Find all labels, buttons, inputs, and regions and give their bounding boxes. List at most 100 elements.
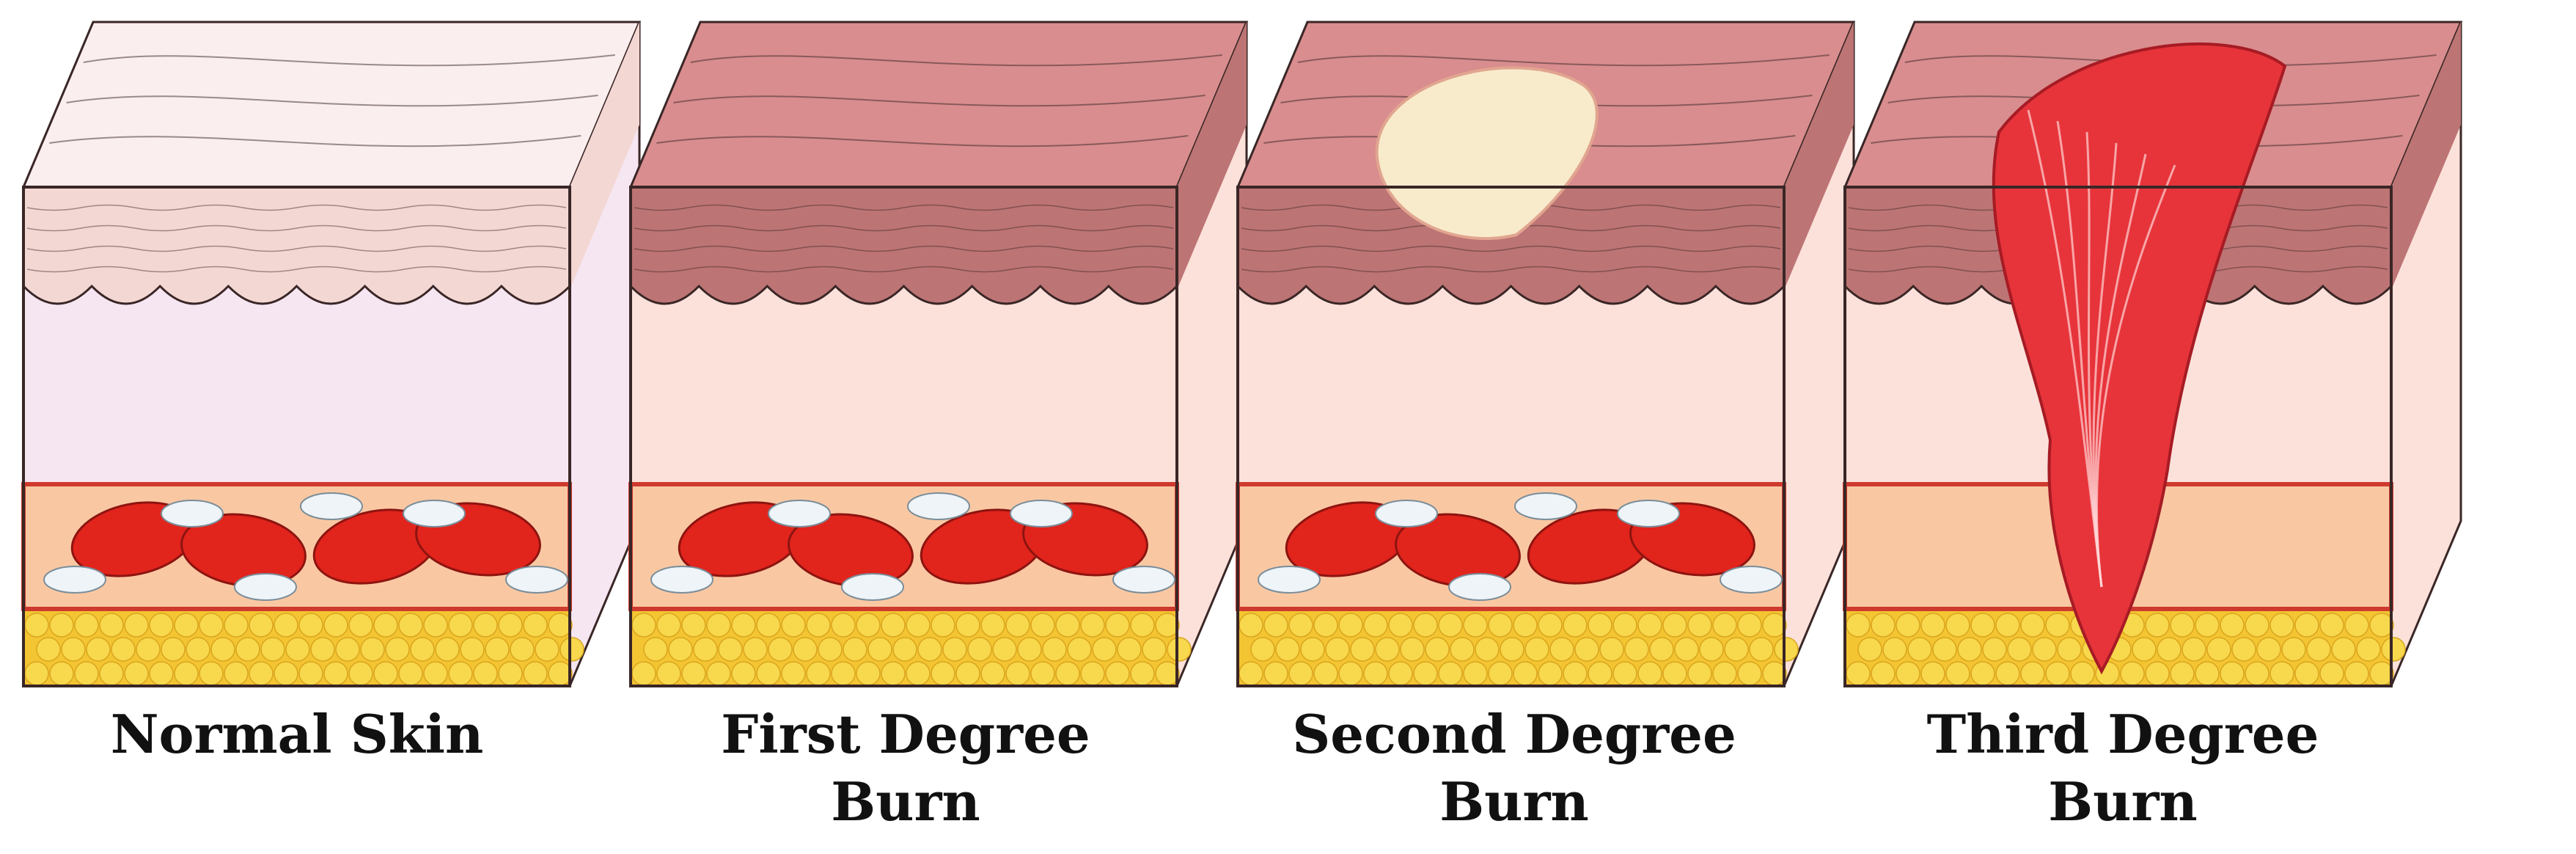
epidermis-line	[26, 245, 567, 252]
fat-cell	[1239, 613, 1263, 638]
skin-block-outline	[629, 186, 1178, 687]
fat-cell	[1500, 637, 1524, 662]
fat-cell	[1982, 637, 2007, 662]
fat-cell	[793, 637, 818, 662]
side-epidermis	[2391, 22, 2461, 290]
fat-cell	[643, 637, 668, 662]
fat-cell	[2195, 661, 2220, 686]
fat-cell	[2369, 613, 2394, 638]
panel-first	[628, 21, 1249, 687]
fat-cell	[1313, 661, 1338, 686]
fat-cell	[373, 661, 398, 686]
fat-cell	[373, 613, 398, 638]
fat-cell	[136, 637, 161, 662]
fat-cell	[1762, 613, 1787, 638]
fat-cell	[1907, 637, 1932, 662]
fat-cell	[1350, 637, 1375, 662]
fat-cell	[1637, 661, 1662, 686]
fat-cell	[1563, 661, 1588, 686]
fat-cell	[1637, 613, 1662, 638]
white-blood-cell	[161, 500, 224, 528]
fat-cell	[2157, 637, 2181, 662]
fat-cell	[124, 613, 149, 638]
fat-cell	[818, 637, 843, 662]
white-blood-cell	[43, 566, 106, 594]
fat-cell	[199, 613, 224, 638]
fat-cell	[743, 637, 768, 662]
fat-cell	[756, 613, 781, 638]
fat-cell	[1105, 613, 1130, 638]
side-epidermis	[1177, 22, 1247, 290]
fat-cell	[955, 661, 980, 686]
fat-cell	[1612, 613, 1637, 638]
fat-cell	[398, 613, 423, 638]
blister	[1375, 66, 1599, 241]
fat-cell	[24, 613, 49, 638]
fat-cell	[768, 637, 793, 662]
fat-cell	[1092, 637, 1117, 662]
fat-cell	[1363, 613, 1388, 638]
white-blood-cell	[300, 492, 363, 520]
epidermis-line	[634, 225, 1174, 232]
fat-cell	[1774, 637, 1799, 662]
fat-cell	[1624, 637, 1649, 662]
fat-cell	[1896, 661, 1920, 686]
fat-cell	[756, 661, 781, 686]
caption-normal-skin-line1: Normal Skin	[110, 703, 484, 765]
fat-cell	[285, 637, 310, 662]
fat-cell	[718, 637, 743, 662]
fat-cell	[1538, 613, 1563, 638]
fat-cell	[385, 637, 410, 662]
fat-cell	[2319, 613, 2344, 638]
fat-cell	[1375, 637, 1400, 662]
fat-cell	[1042, 637, 1067, 662]
fat-cell	[2045, 613, 2070, 638]
fat-cell	[535, 637, 559, 662]
fat-cell	[235, 637, 260, 662]
fat-cell	[1080, 661, 1105, 686]
caption-first-degree-line1: First Degree	[721, 703, 1090, 765]
fat-cell	[348, 661, 373, 686]
fat-cell	[631, 661, 656, 686]
fat-cell	[2145, 613, 2170, 638]
fat-cell	[806, 661, 831, 686]
fat-cell	[1945, 613, 1970, 638]
side-epidermis	[1784, 22, 1854, 290]
fat-cell	[706, 613, 731, 638]
fat-cell	[2319, 661, 2344, 686]
fat-cell	[323, 613, 348, 638]
fat-cell	[448, 613, 473, 638]
fat-cell	[298, 613, 323, 638]
caption-second-degree: Second Degree Burn	[1261, 701, 1767, 836]
fat-cell	[1995, 661, 2020, 686]
fat-cell	[1920, 613, 1945, 638]
fat-cell	[906, 661, 931, 686]
fat-cell	[323, 661, 348, 686]
epidermis-line	[1241, 266, 1781, 273]
fat-cell	[1313, 613, 1338, 638]
epidermis-layer	[22, 186, 571, 305]
fat-cell	[1712, 661, 1737, 686]
fat-cell	[1871, 661, 1896, 686]
fat-cell	[2045, 661, 2070, 686]
fat-cell	[498, 661, 523, 686]
fat-cell	[731, 613, 756, 638]
fat-cell	[2245, 661, 2269, 686]
fat-cell	[1749, 637, 1774, 662]
fat-cell	[224, 661, 249, 686]
fat-cell	[843, 637, 867, 662]
fat-cell	[1513, 613, 1538, 638]
fat-cell	[1080, 613, 1105, 638]
fat-cell	[2120, 661, 2145, 686]
fat-cell	[460, 637, 485, 662]
fat-cell	[1712, 613, 1737, 638]
fat-cell	[1957, 637, 1982, 662]
white-blood-cell	[1258, 566, 1321, 594]
fat-cell	[86, 637, 111, 662]
fat-cell	[1649, 637, 1674, 662]
fat-cell	[706, 661, 731, 686]
white-blood-cell	[1010, 500, 1073, 528]
fat-cell	[681, 661, 706, 686]
fat-cell	[398, 661, 423, 686]
